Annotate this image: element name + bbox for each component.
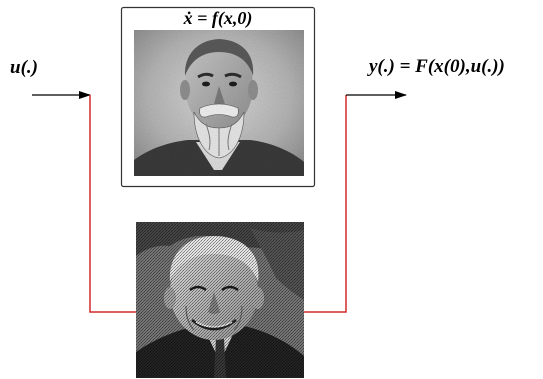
input-label: u(.) [10, 57, 38, 78]
output-label: y(.) = F(x(0),u(.)) [367, 56, 505, 77]
output-connector-line [304, 95, 347, 313]
smiling-elderly-man-portrait-icon [136, 222, 304, 378]
system-equation: ẋ = f(x,0) [183, 8, 253, 29]
system-block: ẋ = f(x,0) [120, 6, 316, 188]
input-connector-line [89, 95, 136, 313]
bearded-man-portrait-icon [134, 30, 304, 176]
